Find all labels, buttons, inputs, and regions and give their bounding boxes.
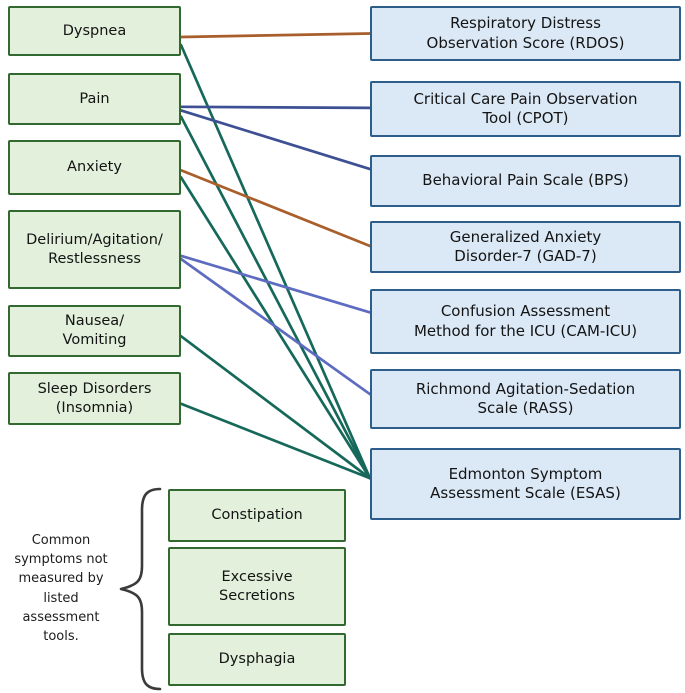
tool-box-cam-icu: Confusion Assessment Method for the ICU … (370, 289, 681, 354)
symptom-box-constipation: Constipation (168, 489, 346, 542)
tool-box-rass: Richmond Agitation-Sedation Scale (RASS) (370, 369, 681, 429)
unmeasured-caption: Common symptoms not measured by listed a… (14, 533, 108, 645)
tool-box-bps: Behavioral Pain Scale (BPS) (370, 155, 681, 207)
symptom-box-nausea: Nausea/ Vomiting (8, 305, 181, 357)
symptom-box-dysphagia: Dysphagia (168, 633, 346, 686)
edge-pain-esas (179, 115, 372, 480)
tool-box-cpot: Critical Care Pain Observation Tool (CPO… (370, 81, 681, 137)
symptom-box-excessive-secretions: Excessive Secretions (168, 547, 346, 626)
symptom-box-delirium: Delirium/Agitation/ Restlessness (8, 210, 181, 289)
edge-dyspnea-esas (179, 43, 372, 480)
symptom-box-sleep-disorders: Sleep Disorders (Insomnia) (8, 372, 181, 425)
tool-box-esas: Edmonton Symptom Assessment Scale (ESAS) (370, 448, 681, 520)
edge-nausea-esas (179, 334, 372, 480)
symptom-box-anxiety: Anxiety (8, 140, 181, 195)
tool-box-gad7: Generalized Anxiety Disorder-7 (GAD-7) (370, 221, 681, 273)
edge-pain-cpot (179, 105, 372, 110)
edge-delirium-camicu (179, 254, 372, 314)
symptom-box-dyspnea: Dyspnea (8, 6, 181, 56)
brace-shape (119, 487, 162, 691)
tool-box-rdos: Respiratory Distress Observation Score (… (370, 6, 681, 61)
edge-dyspnea-rdos (179, 32, 372, 39)
symptom-box-pain: Pain (8, 73, 181, 125)
edge-anxiety-gad7 (179, 168, 372, 248)
edge-delirium-rass (179, 257, 372, 396)
edge-pain-bps (179, 109, 372, 171)
edge-sleep-esas (179, 402, 372, 480)
